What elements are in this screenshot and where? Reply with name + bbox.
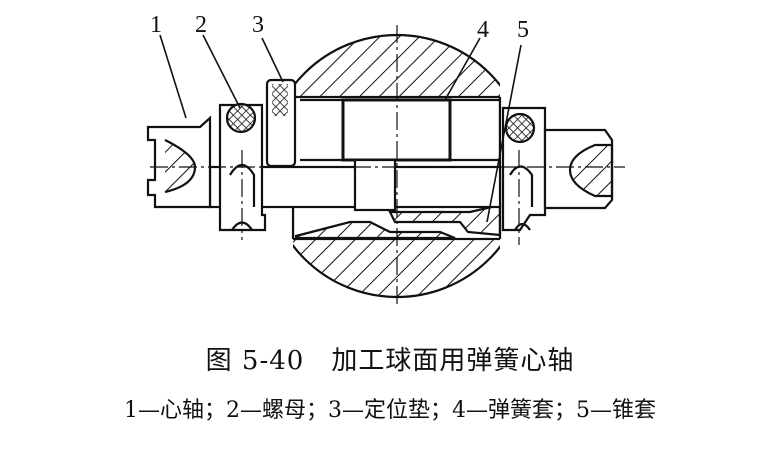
part-label-3: 3 <box>252 12 264 38</box>
figure-caption-title: 图 5-40 加工球面用弹簧心轴 <box>205 346 575 376</box>
cone-sleeve <box>294 220 456 240</box>
part-label-2: 2 <box>195 12 207 38</box>
part-label-1: 1 <box>150 12 162 38</box>
spring-mandrel-drawing: 1 2 3 4 5 <box>146 12 625 305</box>
part-label-4: 4 <box>477 17 489 43</box>
figure-caption-legend: 1—心轴；2—螺母；3—定位垫；4—弹簧套；5—锥套 <box>124 398 656 423</box>
part-label-5: 5 <box>517 17 529 43</box>
